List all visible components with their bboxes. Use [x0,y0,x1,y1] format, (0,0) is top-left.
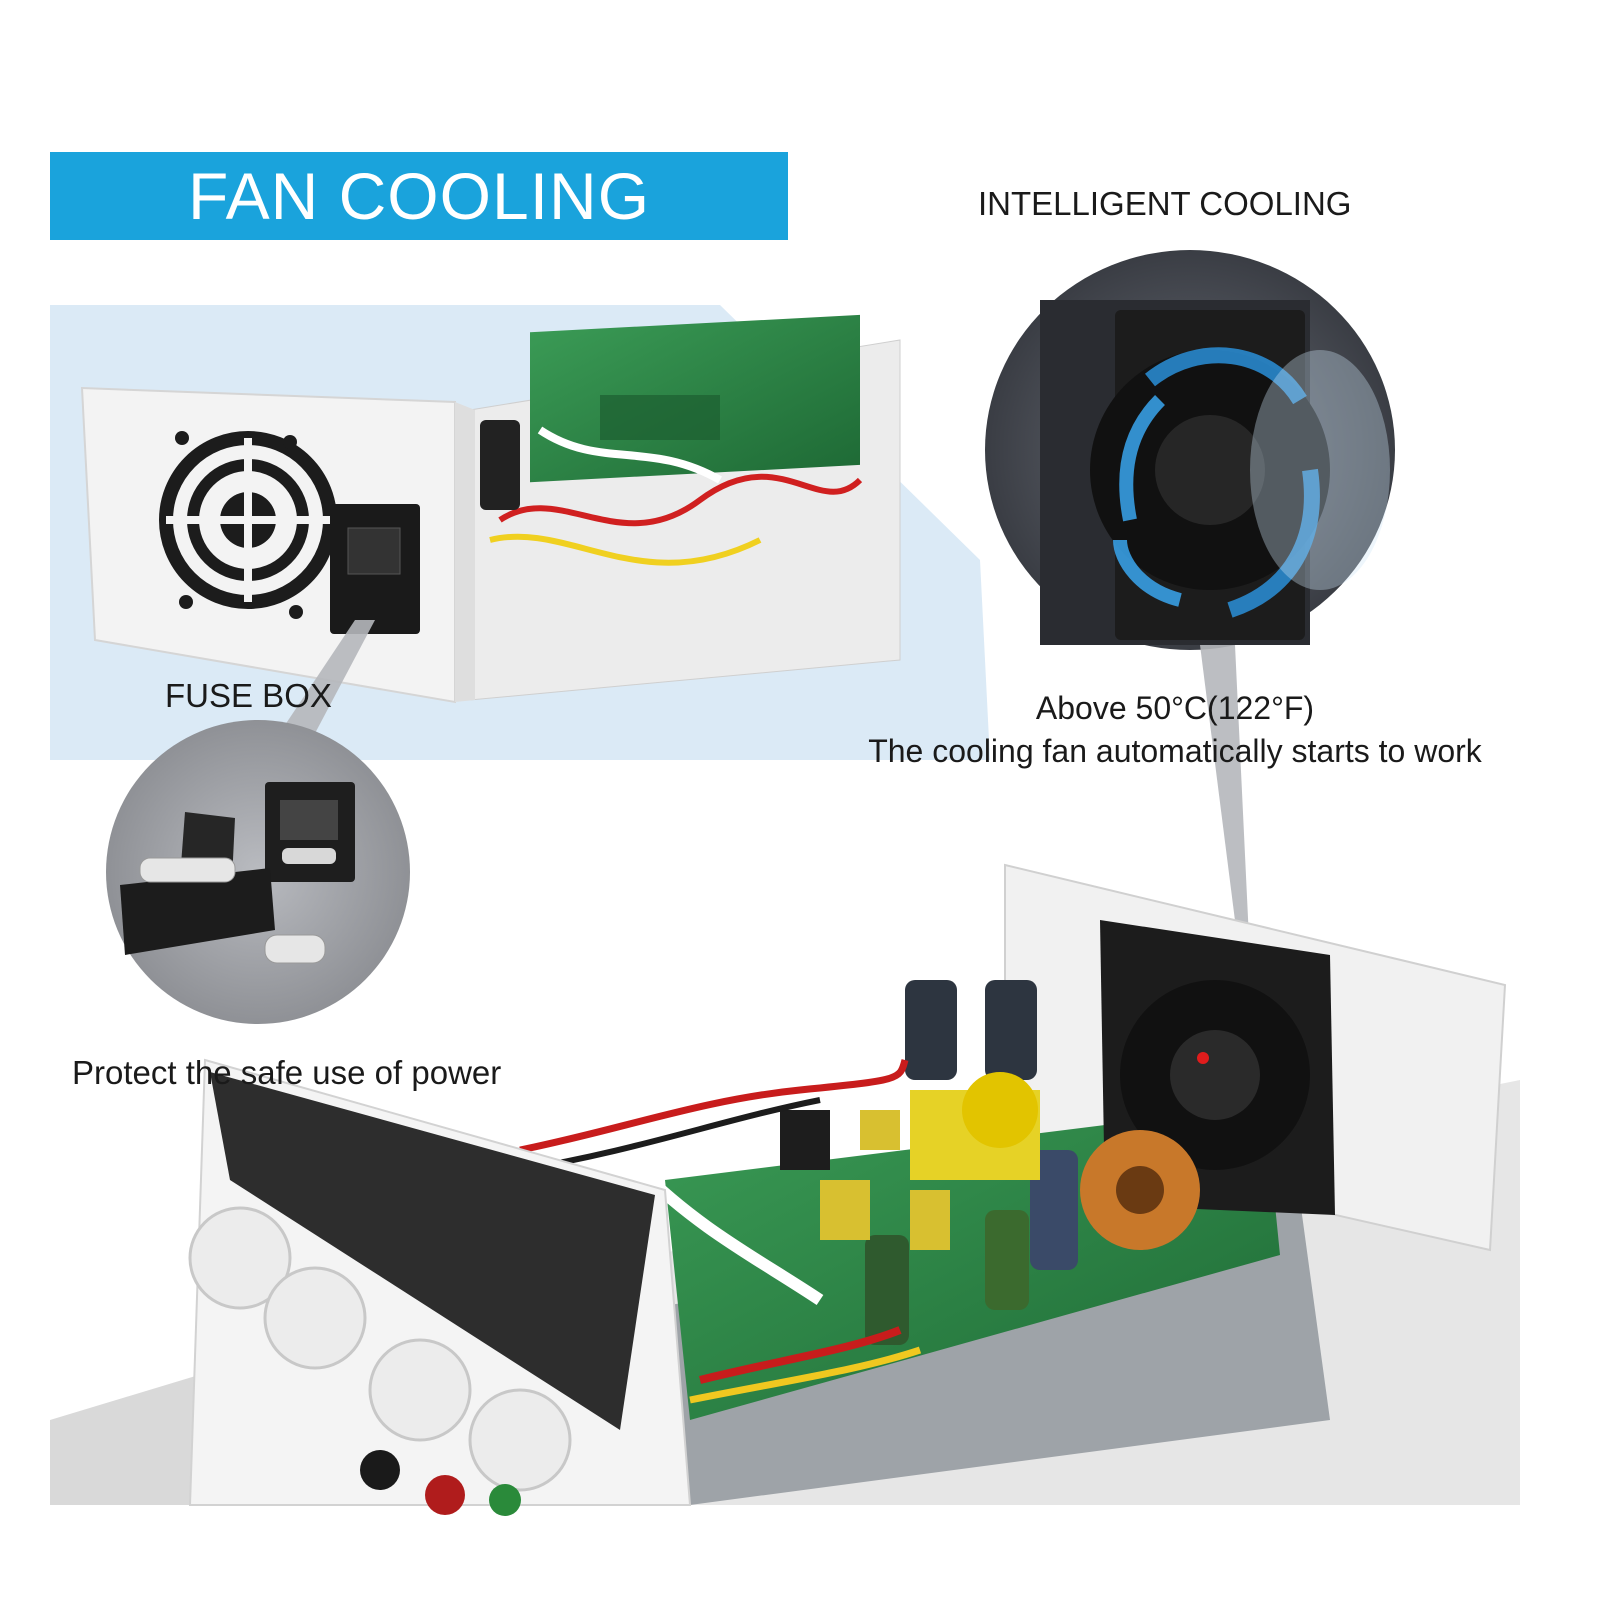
temp-threshold-caption: Above 50°C(122°F) The cooling fan automa… [830,690,1520,770]
banner-title: FAN COOLING [187,159,651,233]
fan-zoom [985,250,1395,650]
fan-cooling-banner: FAN COOLING [50,152,788,240]
protect-caption: Protect the safe use of power [72,1054,502,1091]
bottom-unit [50,863,1520,1516]
intelligent-cooling-label: INTELLIGENT COOLING [978,185,1352,222]
fuse-socket-icon [330,504,420,634]
fuse-zoom [106,720,410,1024]
temp-line-2: The cooling fan automatically starts to … [868,733,1482,769]
fuse-box-label: FUSE BOX [165,677,332,714]
fan-grill-icon [159,431,337,619]
top-unit [50,305,990,760]
temp-line-1: Above 50°C(122°F) [1035,690,1315,726]
